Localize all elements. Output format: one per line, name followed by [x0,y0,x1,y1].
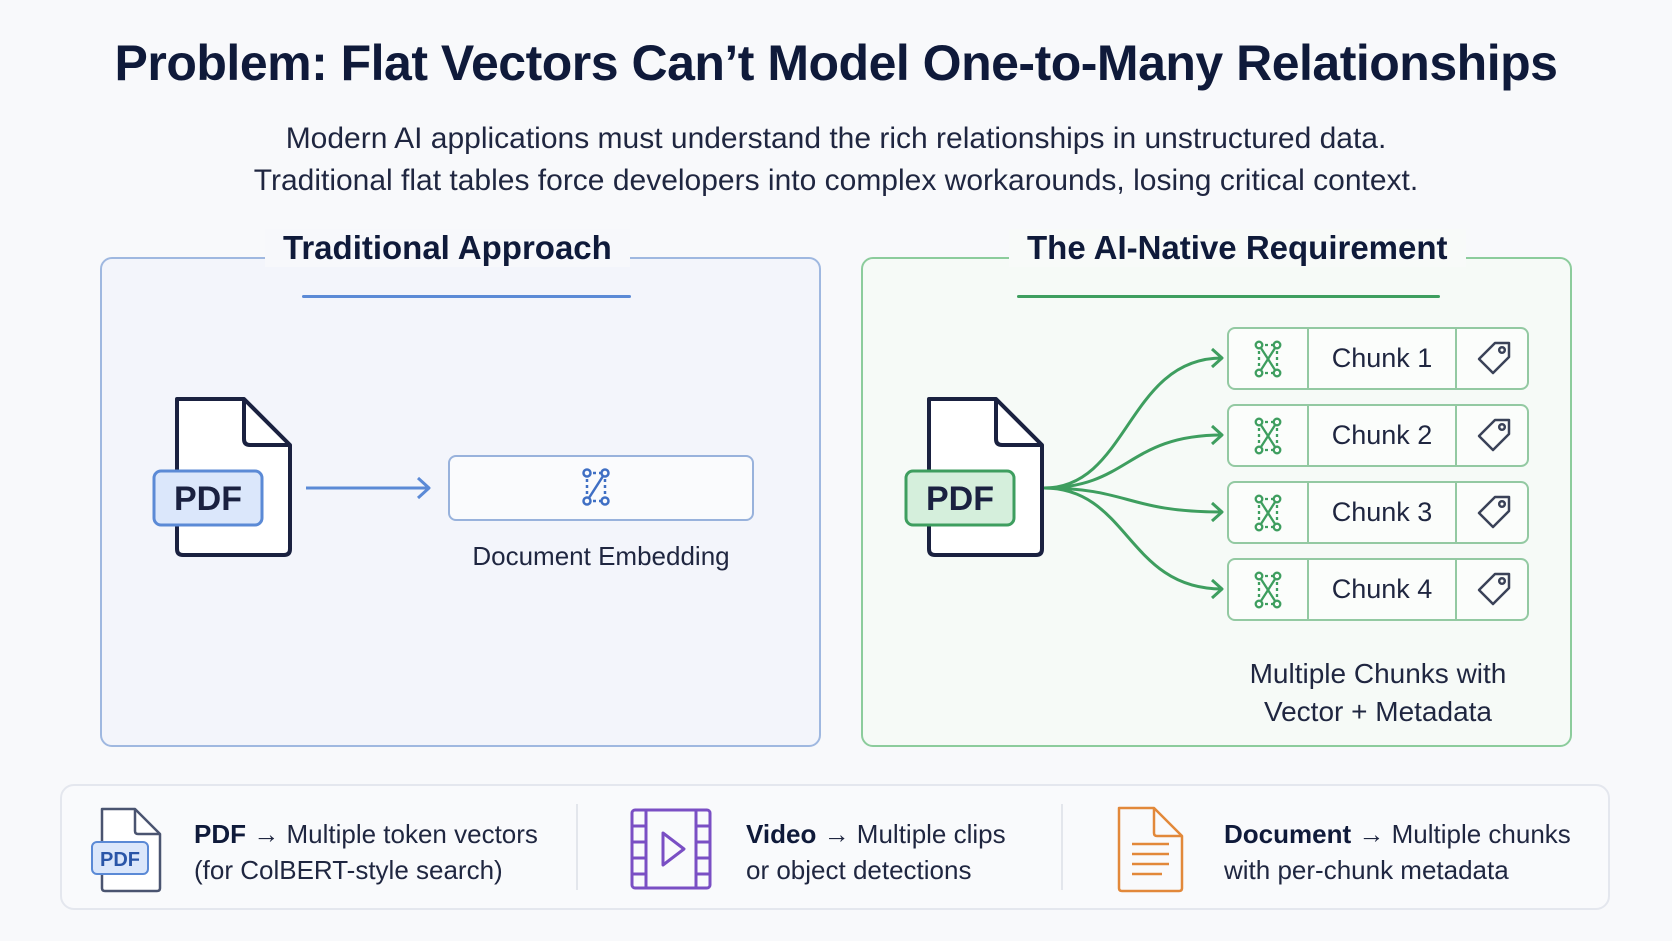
arrowhead [1210,501,1224,523]
tag-icon [1455,406,1527,465]
pdf-file-icon: PDF [91,807,162,893]
title-underline [302,295,631,298]
document-example: Document → Multiple chunks with per-chun… [1224,816,1571,888]
vector-embedding-icon [1229,406,1309,465]
page-subtitle: Modern AI applications must understand t… [0,118,1672,202]
pdf-example-line-2: (for ColBERT-style search) [194,855,503,885]
chunks-caption-line-1: Multiple Chunks with [1249,658,1507,689]
traditional-approach-title: Traditional Approach [265,229,630,267]
chunks-caption-line-2: Vector + Metadata [1263,696,1493,727]
ai-native-requirement-title: The AI-Native Requirement [1009,229,1466,267]
pdf-badge-label: PDF [100,849,140,871]
video-example-line-2: or object detections [746,855,972,885]
pdf-file-icon: PDF [152,397,292,557]
arrow: → [253,819,280,849]
video-example: Video → Multiple clips or object detecti… [746,816,1006,888]
fan-arrow-line [1043,433,1223,490]
pdf-example-name: PDF [194,819,246,849]
arrow: → [1358,819,1385,849]
vector-embedding-icon [1229,329,1309,388]
document-embedding-label: Document Embedding [472,541,730,571]
pdf-file-icon: PDF [904,397,1044,557]
arrowhead [1210,578,1224,600]
fan-arrow-line [1043,486,1223,514]
ai-native-requirement-panel: The AI-Native Requirement PDF Chunk 1 Chu… [861,229,1573,747]
chunk-label: Chunk 1 [1331,343,1433,373]
chunks-caption: Multiple Chunks with Vector + Metadata [1183,655,1573,731]
video-example-name: Video [746,819,817,849]
divider [576,804,578,890]
page-title: Problem: Flat Vectors Can’t Model One-to… [114,35,1558,91]
chunk-row: Chunk 3 [1227,481,1529,544]
subtitle-line-1: Modern AI applications must understand t… [285,122,1387,155]
video-icon [630,808,712,890]
fan-arrow-line [1043,356,1223,490]
document-example-name: Document [1224,819,1352,849]
pdf-badge-label: PDF [174,480,242,518]
tag-icon [1455,329,1527,388]
document-example-line-2: with per-chunk metadata [1224,855,1509,885]
arrow: → [823,819,850,849]
video-example-text: Multiple clips [856,819,1006,849]
tag-icon [1455,483,1527,542]
fan-out-arrows [1043,347,1224,600]
chunk-label: Chunk 4 [1331,574,1433,604]
document-icon [1117,806,1184,893]
document-embedding-box [448,455,754,521]
chunk-row: Chunk 1 [1227,327,1529,390]
fan-arrow-line [1043,486,1223,591]
vector-embedding-icon [1229,483,1309,542]
tag-icon [1455,560,1527,619]
title-underline [1017,295,1440,298]
examples-icons: PDF [91,806,1184,893]
arrowhead [1210,347,1224,369]
ai-native-diagram: PDF [904,347,1224,600]
pdf-example-text: Multiple token vectors [286,819,538,849]
divider [1061,804,1063,890]
chunk-label: Chunk 2 [1331,420,1433,450]
arrowhead [1210,424,1224,446]
traditional-diagram: PDF [152,397,431,557]
pdf-badge-label: PDF [926,480,994,518]
chunk-label: Chunk 3 [1331,497,1433,527]
vector-embedding-icon [582,468,610,506]
vector-embedding-icon [1229,560,1309,619]
document-example-text: Multiple chunks [1391,819,1571,849]
traditional-approach-panel: Traditional Approach PDF [100,229,821,747]
right-arrow-icon [306,476,431,500]
examples-strip: PDF PDF → Multiple token vectors (for Co… [60,784,1610,910]
pdf-example: PDF → Multiple token vectors (for ColBER… [194,816,538,888]
subtitle-line-2: Traditional flat tables force developers… [253,164,1419,197]
chunk-row: Chunk 2 [1227,404,1529,467]
chunk-row: Chunk 4 [1227,558,1529,621]
